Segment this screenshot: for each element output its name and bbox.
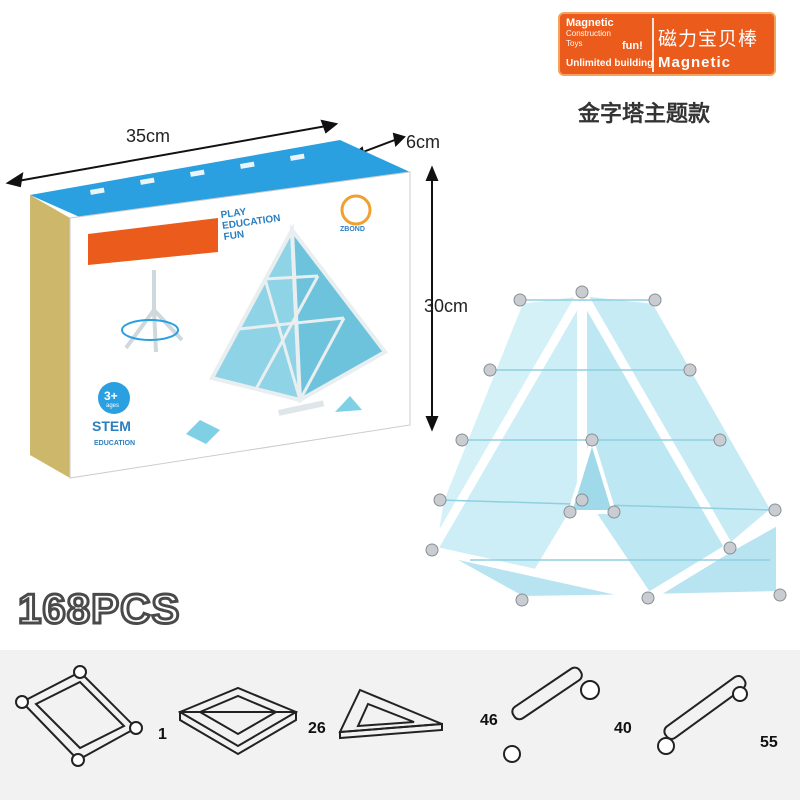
- triangle-structure: [425, 273, 787, 607]
- brand-logo: Magnetic Construction Toys fun! Unlimite…: [558, 12, 776, 76]
- box-tripod-model: [124, 270, 184, 353]
- stem-text: STEM: [92, 418, 131, 434]
- stem-education-text: EDUCATION: [94, 440, 136, 447]
- zbond-badge: [340, 194, 372, 226]
- age-badge: [98, 382, 130, 414]
- triangle-panel-icon: [338, 688, 443, 740]
- age-text: 3+: [104, 389, 118, 403]
- magnetic-rod-icon: [657, 674, 748, 755]
- large-square-frame-icon: [15, 665, 143, 767]
- part-count-rod-with-ball: 40: [614, 720, 632, 737]
- rod-with-ball-icon: [503, 666, 600, 763]
- part-count-magnetic-rod: 55: [760, 734, 778, 751]
- parts-illustrations: [15, 665, 748, 767]
- part-count-large-square-frame: 1: [158, 726, 167, 743]
- box-pyramid-model: [209, 222, 388, 404]
- piece-count-label: 168PCS: [16, 584, 181, 634]
- product-illustration: [5, 119, 787, 607]
- logo-magnetic: Magnetic: [658, 54, 732, 71]
- part-count-square-panel: 26: [308, 720, 326, 737]
- logo-divider: [652, 18, 654, 72]
- box-mini-logo: [88, 218, 218, 265]
- logo-fun: fun!: [622, 40, 643, 52]
- part-count-triangle-panel: 46: [480, 712, 498, 729]
- box-brand-text: ZBOND: [340, 226, 365, 233]
- square-panel-icon: [177, 686, 299, 756]
- logo-english-text: Magnetic Construction Toys: [566, 17, 614, 49]
- height-label: 30cm: [424, 296, 469, 316]
- depth-label: 6cm: [406, 132, 441, 152]
- logo-chinese-name: 磁力宝贝棒: [658, 28, 759, 50]
- theme-subtitle: 金字塔主题款: [578, 102, 711, 127]
- logo-unlimited: Unlimited building: [566, 58, 654, 69]
- age-unit-text: ages: [106, 403, 120, 409]
- box-side: [30, 195, 70, 478]
- length-label: 35cm: [126, 126, 171, 146]
- box-top: [30, 140, 410, 226]
